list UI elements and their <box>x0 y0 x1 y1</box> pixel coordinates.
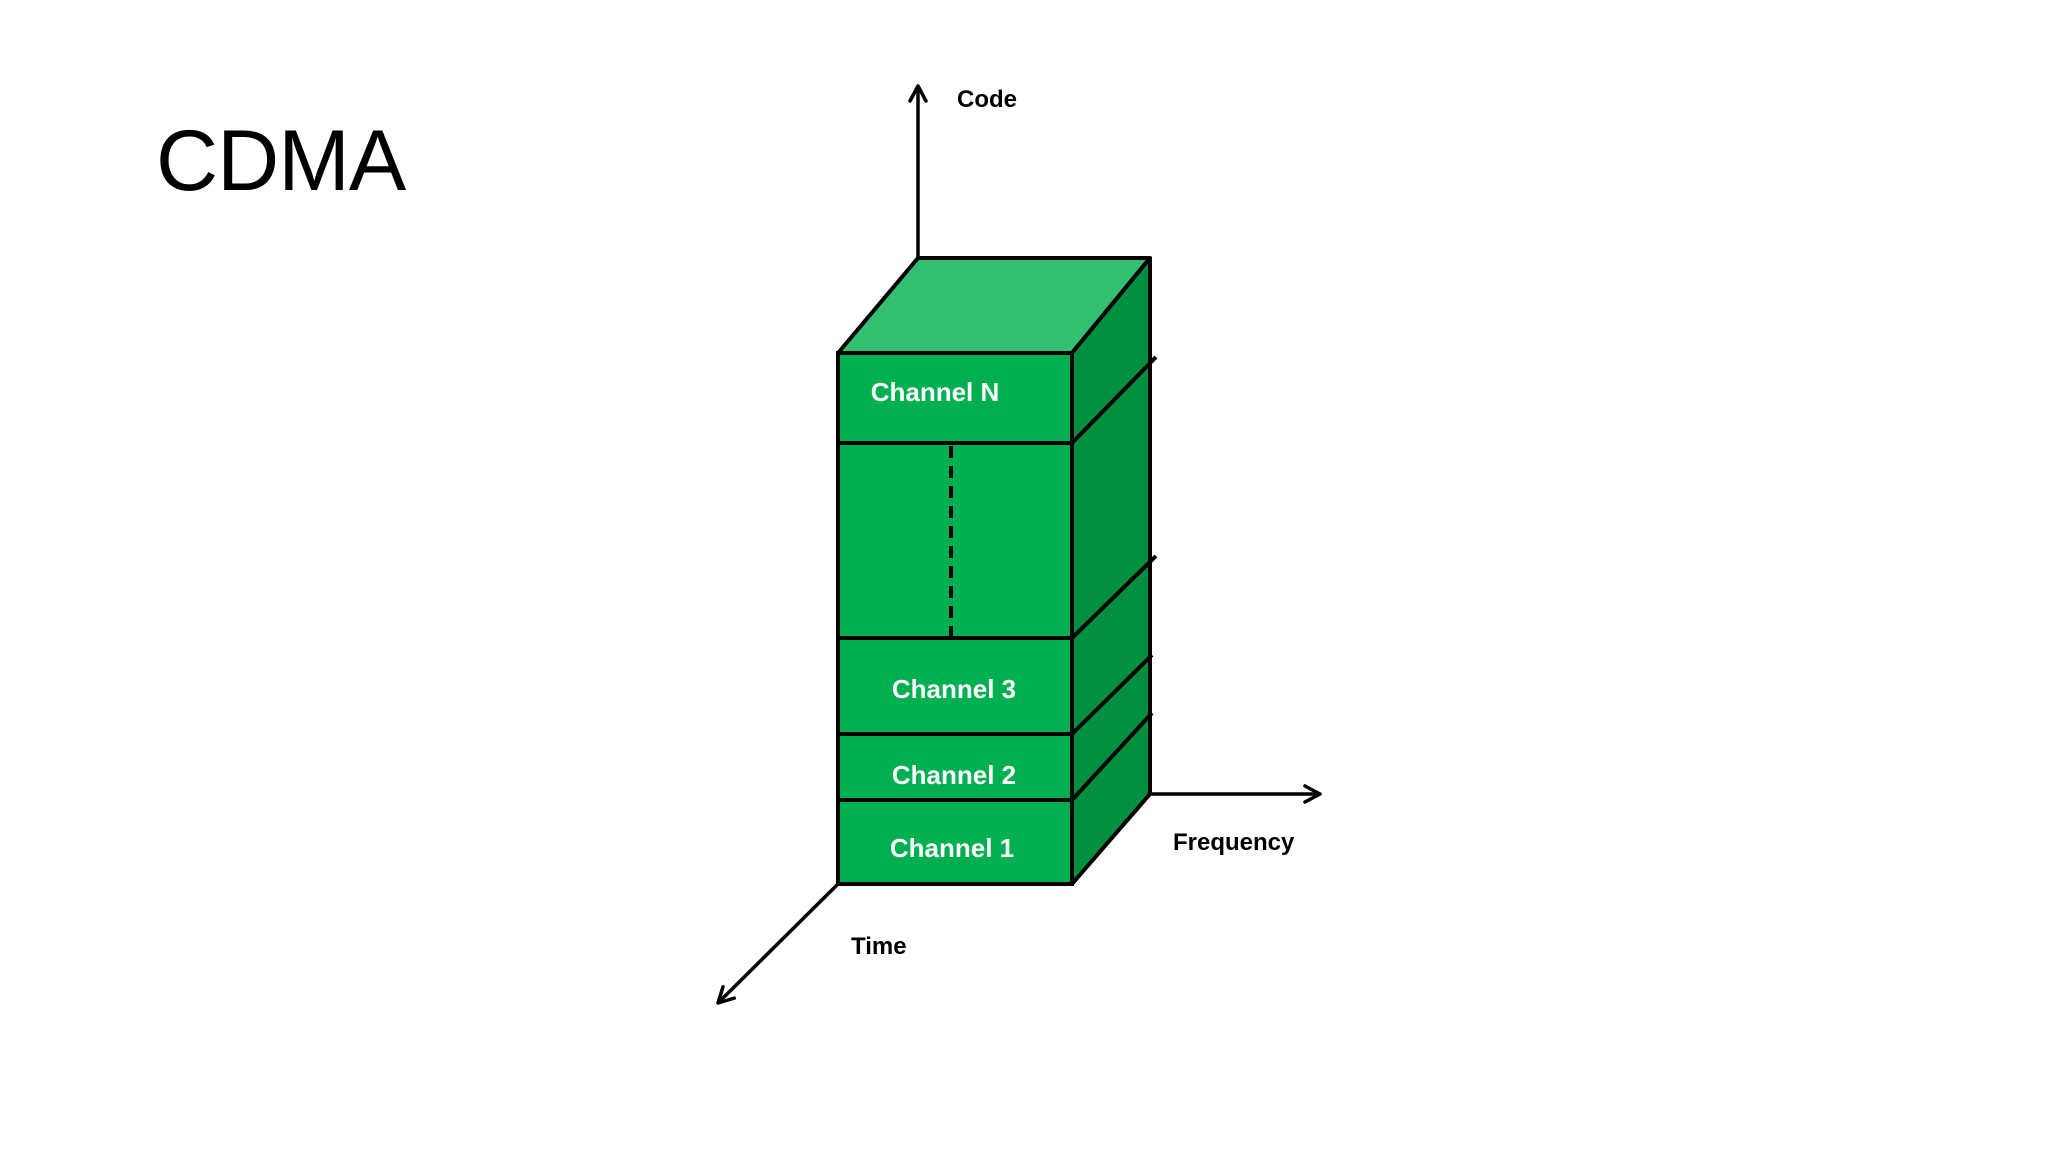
frequency-axis-label: Frequency <box>1173 829 1295 856</box>
channel-3-label: Channel 3 <box>892 674 1016 704</box>
time-axis-label: Time <box>851 933 907 960</box>
slide-title: CDMA <box>156 113 406 209</box>
side-divider-2 <box>1070 711 1154 802</box>
side-divider-n <box>1070 355 1158 445</box>
channel-n-label: Channel N <box>871 377 1000 407</box>
side-divider-3 <box>1070 653 1154 736</box>
code-axis-label: Code <box>957 86 1017 113</box>
time-axis <box>716 882 840 1005</box>
block-front-face <box>836 351 1074 886</box>
channel-1-label: Channel 1 <box>890 833 1014 863</box>
channel-2-label: Channel 2 <box>892 760 1016 790</box>
side-divider-gap <box>1070 554 1158 640</box>
